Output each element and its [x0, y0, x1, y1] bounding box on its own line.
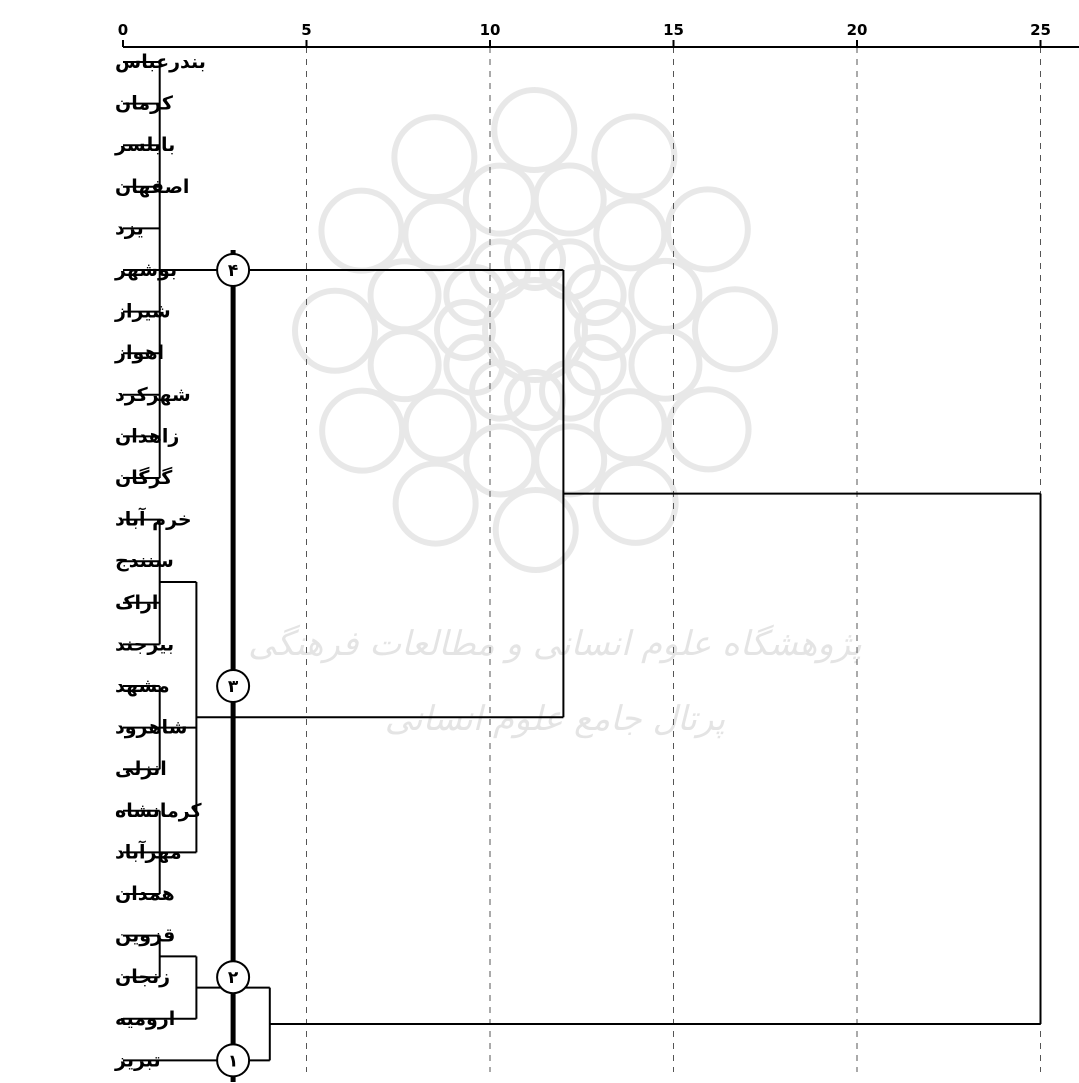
watermark-petal	[695, 289, 775, 369]
leaf-label: بندرعباس	[115, 51, 206, 73]
leaf-label: خرم آباد	[115, 507, 192, 531]
leaf-label: اصفهان	[115, 176, 189, 198]
leaf-label: اهواز	[114, 342, 164, 364]
cluster-marker-label: ۲	[228, 968, 239, 988]
leaf-label: همدان	[115, 883, 175, 905]
watermark-petal	[466, 166, 534, 234]
x-tick-label-0: 0	[118, 21, 128, 39]
x-tick-label-10: 10	[480, 21, 501, 39]
leaf-label: زنجان	[115, 966, 170, 988]
watermark-petal	[669, 389, 749, 469]
dendrogram-links	[123, 62, 1041, 1060]
watermark-petal	[536, 166, 604, 234]
leaf-label: ارومیه	[115, 1008, 175, 1030]
leaf-label: یزد	[115, 217, 144, 239]
x-tick-label-15: 15	[663, 21, 684, 39]
x-axis: 0 5 10 15 20 25	[118, 21, 1079, 47]
watermark-petal	[494, 90, 574, 170]
x-tick-label-20: 20	[847, 21, 868, 39]
x-tick-label-5: 5	[301, 21, 311, 39]
watermark-text-line-1: پژوهشگاه علوم انسانی و مطالعات فرهنگی	[248, 624, 862, 664]
leaf-label: تبریز	[114, 1049, 161, 1071]
leaf-label: کرمانشاه	[115, 800, 203, 822]
leaf-label: زاهدان	[115, 425, 179, 447]
watermark-petal	[596, 463, 676, 543]
leaf-label: بوشهر	[114, 259, 177, 281]
watermark-petal	[536, 426, 604, 494]
leaf-label: شهرکرد	[115, 384, 191, 406]
watermark-petal	[631, 331, 699, 399]
watermark-petal	[322, 391, 402, 471]
leaf-label: کرمان	[115, 93, 174, 115]
grid-lines	[307, 47, 1041, 1072]
leaf-label: بیرجند	[115, 633, 174, 655]
cluster-marker-label: ۱	[228, 1051, 238, 1071]
watermark-petal	[631, 261, 699, 329]
watermark-petal	[597, 391, 665, 459]
watermark-petal	[594, 116, 674, 196]
leaf-label: بابلسر	[114, 134, 175, 156]
leaf-label: گرگان	[115, 466, 173, 489]
watermark-petal	[295, 291, 375, 371]
watermark-petal	[466, 426, 534, 494]
watermark-text-line-2: پرتال جامع علوم انسانی	[385, 699, 725, 739]
watermark-petal	[371, 331, 439, 399]
watermark-petal	[394, 117, 474, 197]
watermark: پژوهشگاه علوم انسانی و مطالعات فرهنگی پر…	[248, 90, 862, 739]
watermark-petal	[596, 200, 664, 268]
leaf-label: شیراز	[114, 301, 171, 323]
leaf-label: سنندج	[115, 550, 174, 572]
watermark-petal	[406, 392, 474, 460]
watermark-petal	[371, 261, 439, 329]
watermark-petal	[668, 189, 748, 269]
leaf-label: اراک	[115, 592, 158, 614]
leaf-label: شاهرود	[115, 717, 187, 739]
x-tick-label-25: 25	[1030, 21, 1051, 39]
leaf-label: قزوین	[115, 925, 175, 947]
watermark-petal	[321, 191, 401, 271]
watermark-center	[485, 280, 585, 380]
leaf-label: انزلی	[115, 758, 167, 780]
watermark-rosette-logo	[295, 90, 775, 570]
watermark-petal	[405, 201, 473, 269]
leaf-label: مهرآباد	[115, 839, 182, 863]
watermark-petal	[396, 464, 476, 544]
leaf-label: مشهد	[115, 675, 170, 697]
cluster-marker-label: ۴	[228, 261, 238, 281]
cluster-marker-label: ۳	[228, 677, 239, 697]
